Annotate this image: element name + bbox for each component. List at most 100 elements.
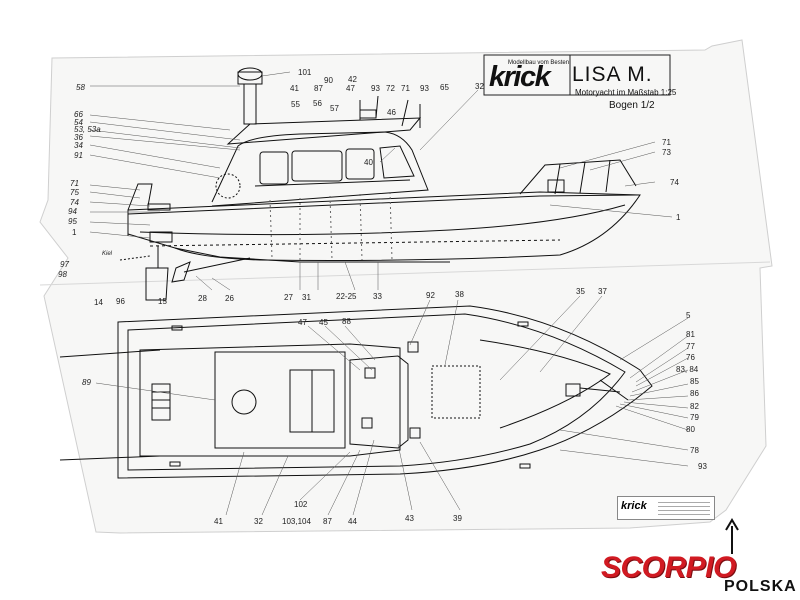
callout-27: 27 [284, 293, 293, 302]
callout-47: 47 [346, 84, 355, 93]
callout-101: 101 [298, 68, 312, 77]
callout-85: 85 [690, 377, 699, 386]
windscreen [379, 145, 415, 179]
cleat [169, 461, 181, 467]
deck-inner [127, 313, 626, 471]
side-window [345, 148, 375, 180]
callout-78: 78 [690, 446, 699, 455]
side-view [119, 67, 641, 301]
callout-kiel: Kiel [102, 251, 113, 257]
callout-93: 93 [371, 84, 380, 93]
callout-31: 31 [302, 293, 311, 302]
callout-5: 5 [686, 311, 691, 320]
callout-89: 89 [82, 378, 91, 387]
callout-47: 47 [298, 318, 307, 327]
bow-rail [519, 159, 637, 195]
callout-33: 33 [373, 292, 382, 301]
fitting [407, 341, 419, 353]
callout-46: 46 [387, 108, 396, 117]
title-tagline: Modellbau vom Besten [508, 60, 570, 66]
callout-54: 54 [74, 118, 83, 127]
side-view-leaders [89, 71, 673, 291]
bow-deck [479, 339, 611, 429]
radar-base [237, 71, 263, 85]
callout-95: 95 [68, 217, 77, 226]
callout-40: 40 [364, 158, 373, 167]
callout-55: 55 [291, 100, 300, 109]
fitting [409, 427, 421, 439]
callout-56: 56 [313, 99, 322, 108]
model-subtitle: Motoryacht im Maßstab 1:25 [575, 88, 677, 97]
cabin-outline [211, 131, 429, 207]
callout-37: 37 [598, 287, 607, 296]
scorpio-watermark: SCORPIO POLSKA [598, 514, 798, 600]
stamp-line [658, 514, 710, 515]
cleat [171, 325, 183, 331]
hull-outline [127, 191, 641, 261]
callout-35: 35 [576, 287, 585, 296]
brand-logo: krick [489, 61, 551, 93]
callout-1: 1 [676, 213, 681, 222]
stern-line-2 [59, 455, 161, 461]
callout-53: 53, 53a [74, 125, 101, 134]
callout-103-104: 103,104 [282, 517, 311, 526]
side-window [291, 150, 343, 182]
callout-36: 36 [74, 133, 83, 142]
foredeck-hatch [431, 365, 481, 419]
callout-34: 34 [74, 141, 83, 150]
callout-41: 41 [214, 517, 223, 526]
horn [359, 109, 377, 119]
cleat [519, 463, 531, 469]
deck-outline [117, 305, 653, 479]
keel-skeg [119, 255, 151, 261]
prop-shaft [183, 257, 251, 273]
paper-fold [39, 261, 771, 286]
stern-line-1 [59, 349, 161, 358]
radar-top [231, 389, 257, 415]
swim-platform [147, 203, 171, 211]
maker-stamp: krick [617, 496, 715, 520]
callout-66: 66 [74, 110, 83, 119]
callout-76: 76 [686, 353, 695, 362]
callout-88: 88 [342, 317, 351, 326]
callout-80: 80 [686, 425, 695, 434]
side-callouts: 101 58 41 55 87 90 42 47 93 72 71 93 65 … [58, 68, 681, 307]
callout-43: 43 [405, 514, 414, 523]
callout-87: 87 [323, 517, 332, 526]
winch [547, 179, 565, 193]
callout-58: 58 [76, 83, 85, 92]
callout-45: 45 [319, 318, 328, 327]
fitting [361, 417, 373, 429]
callout-86: 86 [690, 389, 699, 398]
bow-rail-posts [554, 159, 611, 195]
callout-82: 82 [690, 402, 699, 411]
callout-42: 42 [348, 75, 357, 84]
callout-102: 102 [294, 500, 308, 509]
callout-15: 15 [158, 297, 167, 306]
callout-79: 79 [690, 413, 699, 422]
windlass [565, 383, 581, 397]
watermark-scorpio: SCORPIO [601, 551, 736, 584]
model-name: LISA M. [572, 63, 653, 86]
hull-sheer [127, 194, 641, 215]
top-view-leaders [95, 295, 689, 516]
callout-73: 73 [662, 148, 671, 157]
stamp-brand: krick [621, 500, 647, 512]
side-window [259, 151, 289, 185]
callout-74: 74 [70, 198, 79, 207]
callout-26: 26 [225, 294, 234, 303]
internal-former [269, 191, 393, 261]
bench [151, 383, 171, 421]
callout-71: 71 [70, 179, 79, 188]
callout-38: 38 [455, 290, 464, 299]
stamp-line [658, 506, 710, 507]
callout-22-25: 22-25 [336, 292, 357, 301]
callout-71: 71 [401, 84, 410, 93]
callout-41: 41 [290, 84, 299, 93]
deck-rail [254, 179, 411, 187]
cockpit-outline [139, 343, 401, 457]
callout-28: 28 [198, 294, 207, 303]
stamp-line [658, 502, 710, 503]
keel-line [174, 247, 450, 263]
